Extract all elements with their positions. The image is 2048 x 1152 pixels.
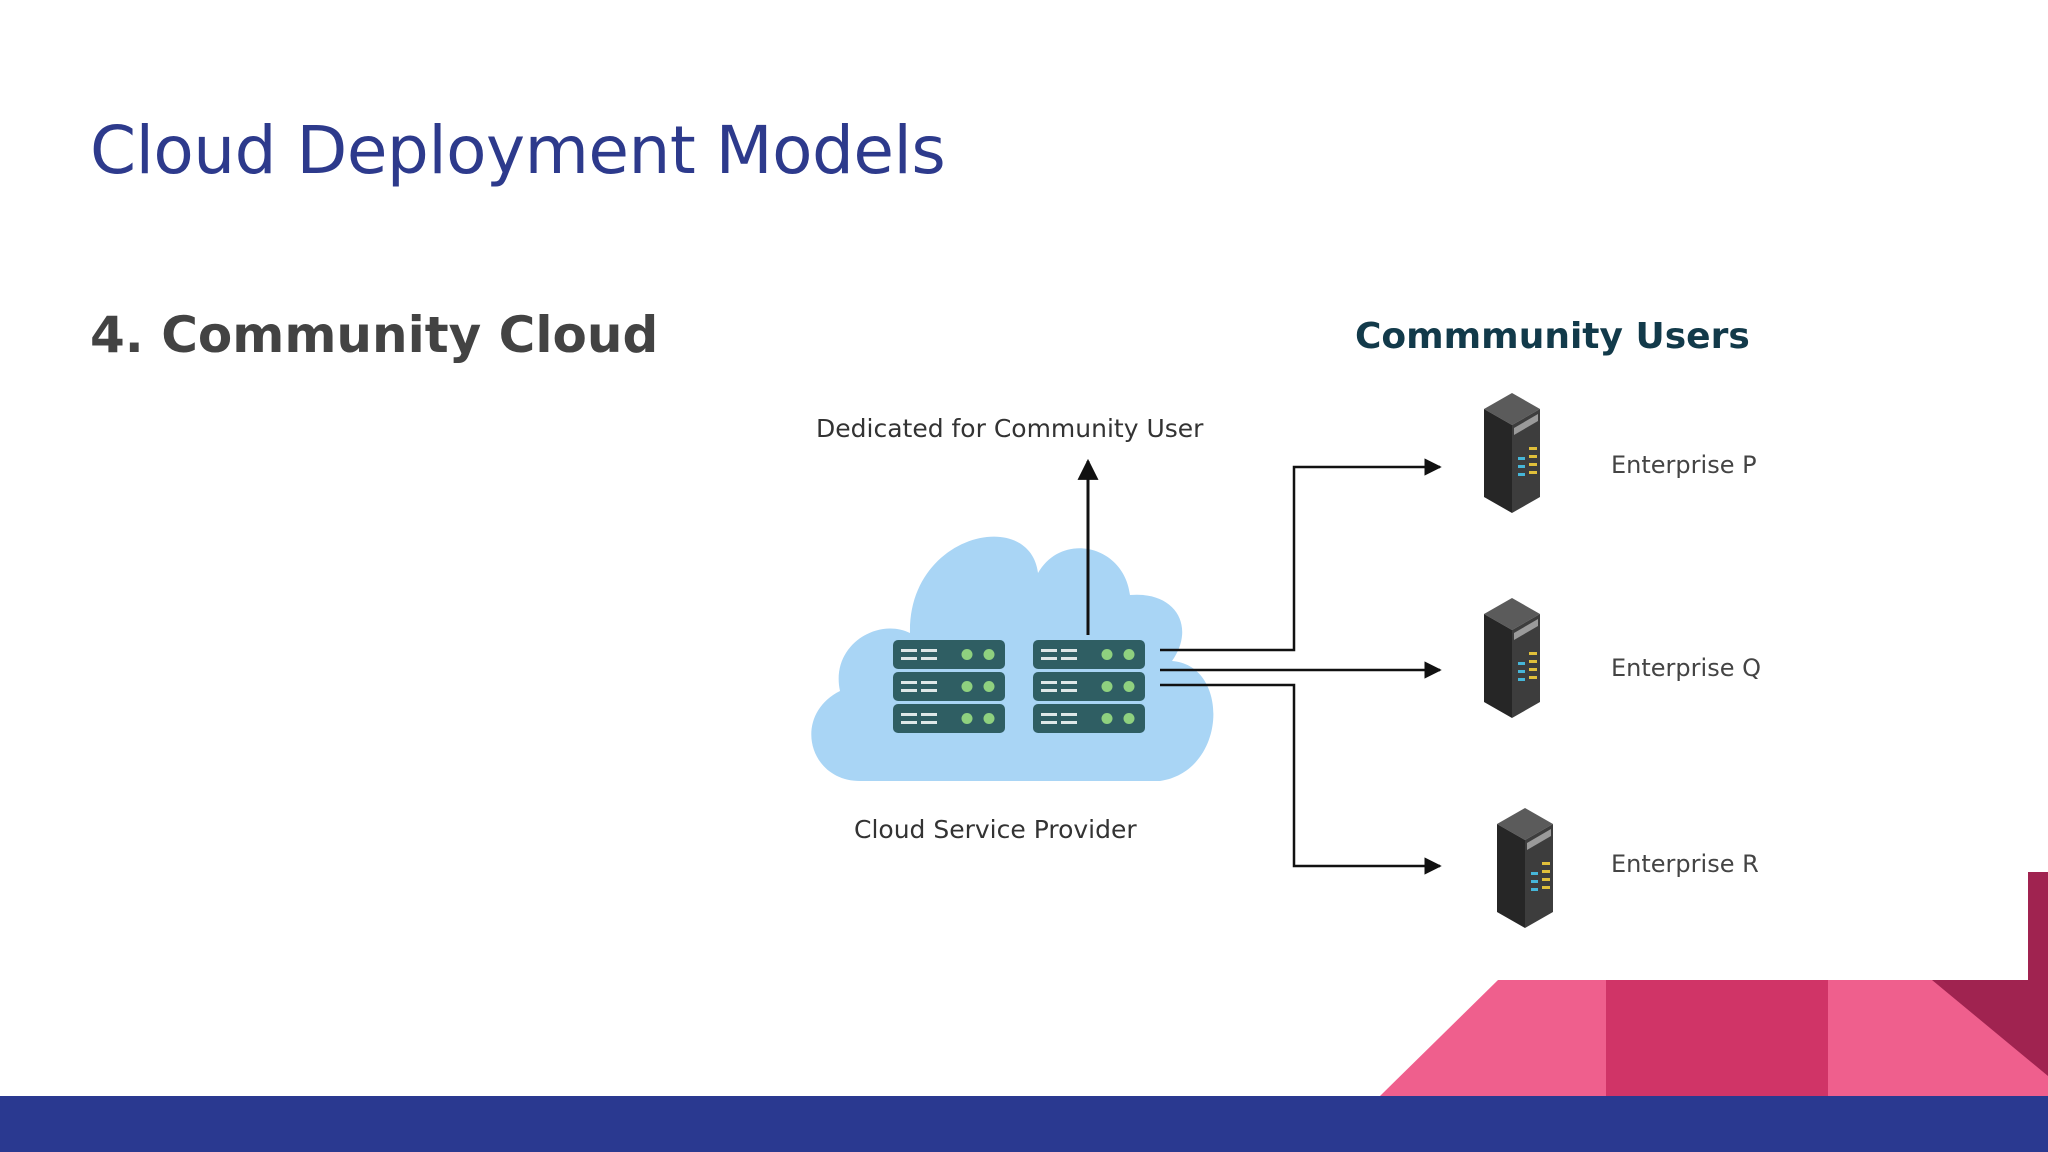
enterprise-p-label: Enterprise P — [1611, 451, 1757, 479]
cloud-shape — [811, 536, 1214, 781]
enterprise-r-label: Enterprise R — [1611, 850, 1759, 878]
arrow-to-enterprise-p-icon — [1160, 458, 1442, 652]
corner-decoration — [1380, 872, 2048, 1096]
server-rack-left-icon — [893, 640, 1005, 733]
community-users-heading: Commmunity Users — [1355, 316, 1750, 357]
arrow-to-enterprise-r-icon — [1160, 683, 1442, 875]
enterprise-p-server-icon — [1484, 393, 1540, 513]
enterprise-q-server-icon — [1484, 598, 1540, 718]
footer-bar — [0, 1096, 2048, 1152]
provider-label: Cloud Service Provider — [854, 815, 1137, 844]
community-cloud-diagram: Commmunity Users Dedicated for Community… — [811, 316, 1761, 928]
section-subtitle: 4. Community Cloud — [90, 306, 659, 364]
enterprise-q-label: Enterprise Q — [1611, 654, 1761, 682]
slide-title: Cloud Deployment Models — [90, 112, 946, 189]
server-rack-right-icon — [1033, 640, 1145, 733]
dedicated-label: Dedicated for Community User — [816, 414, 1204, 443]
